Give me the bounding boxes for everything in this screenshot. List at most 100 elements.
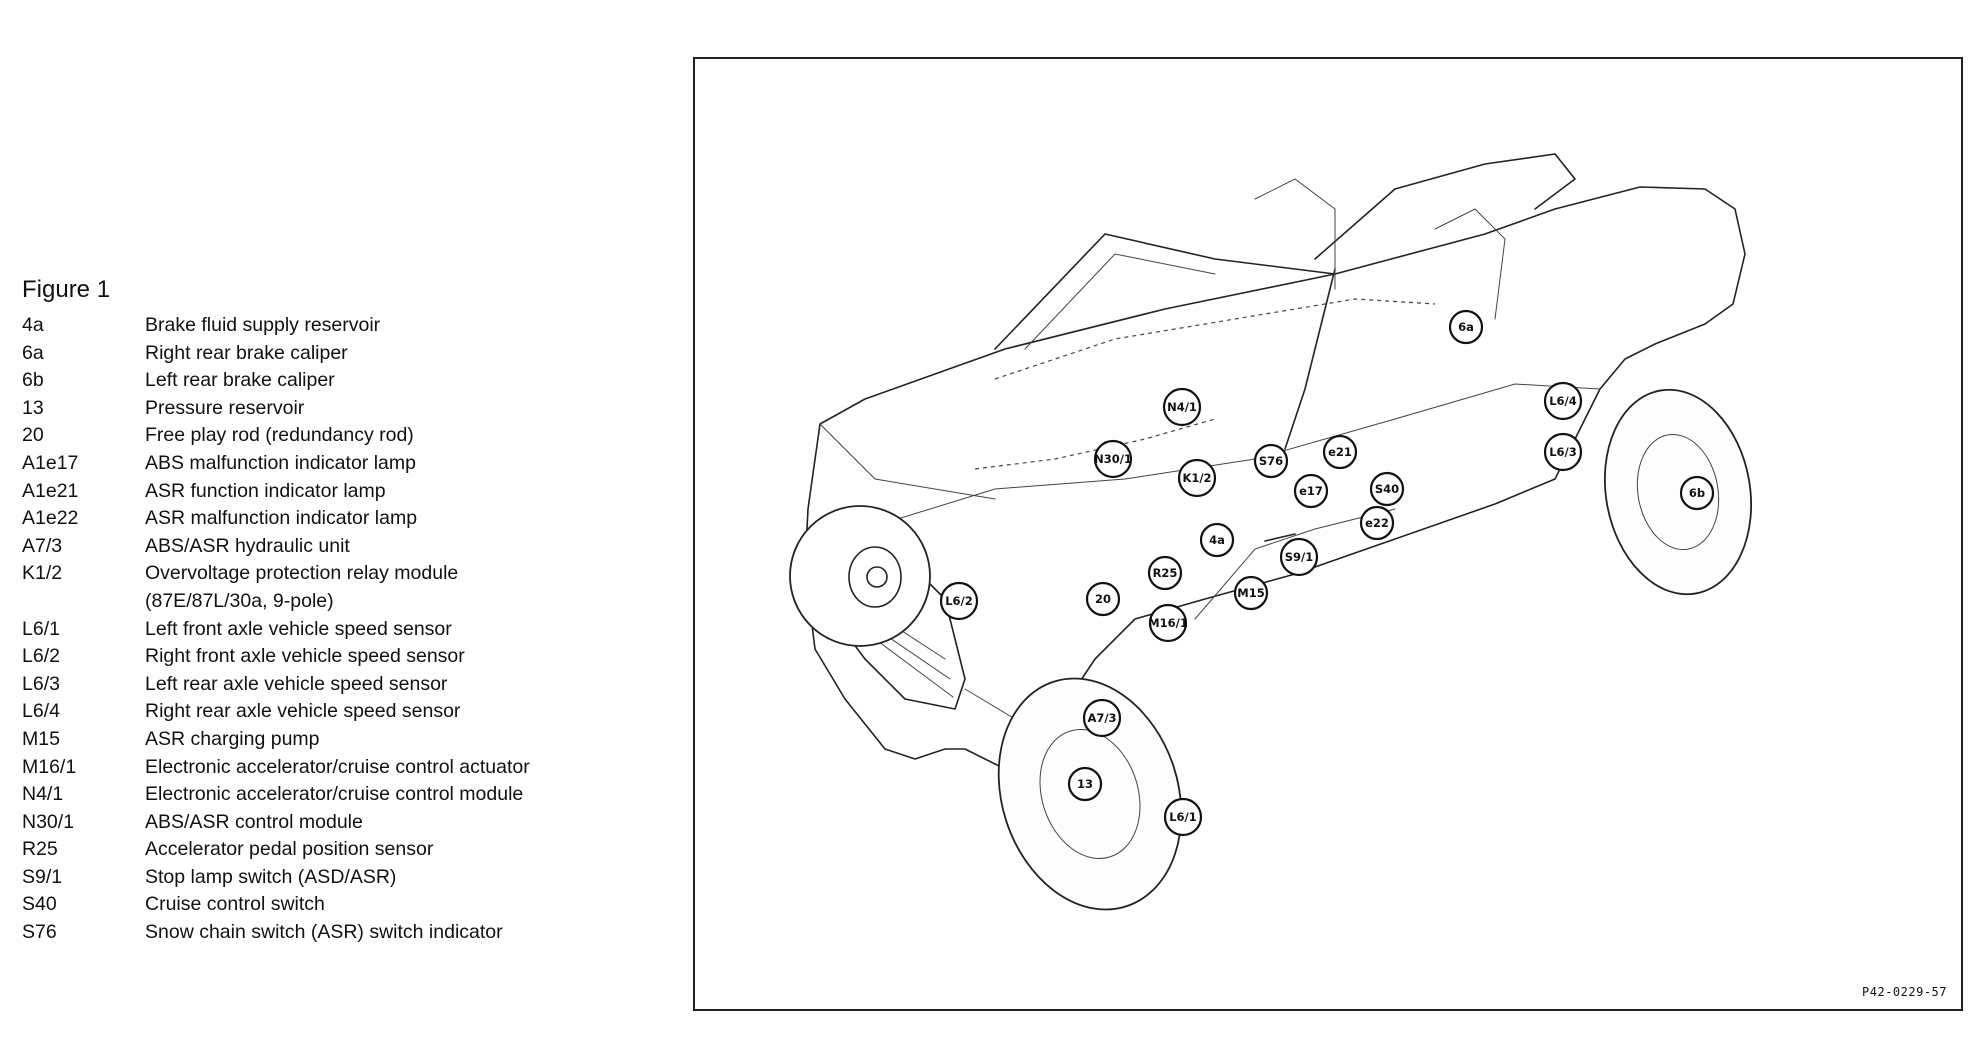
legend-code: N4/1 [22,783,64,806]
legend-desc: Accelerator pedal position sensor [145,838,434,861]
callout-k1-2: K1/2 [1177,458,1217,498]
callout-circle [1322,434,1358,470]
wiring-harness-lower [974,418,1216,470]
legend-code: S76 [22,921,57,944]
legend-code: R25 [22,838,58,861]
callout-l6-4: L6/4 [1543,381,1583,421]
callout-circle [1163,797,1203,837]
legend-code: 6b [22,369,44,392]
hood-edge [819,423,996,500]
legend-desc: ABS/ASR control module [145,810,363,833]
legend-desc: Snow chain switch (ASR) switch indicator [145,921,503,944]
callout-e22: e22 [1359,505,1395,541]
legend-code: A7/3 [22,534,63,557]
callout-circle [1093,439,1133,479]
legend-desc: Right rear axle vehicle speed sensor [145,700,461,723]
callout-circle [1369,471,1405,507]
legend-desc: Free play rod (redundancy rod) [145,424,414,447]
inset-wheel-hub [848,546,902,608]
callout-circle [1448,309,1484,345]
legend-desc: ASR malfunction indicator lamp [145,507,418,530]
callout-label: 20 [1095,592,1111,606]
legend-desc: Electronic accelerator/cruise control mo… [145,783,524,806]
legend-desc: ASR function indicator lamp [145,479,386,502]
legend-desc: ASR charging pump [145,727,320,750]
callout-circle [1177,458,1217,498]
legend-item: S76 Snow chain switch (ASR) switch indica… [22,919,622,947]
legend-code: S40 [22,893,57,916]
legend-code: A1e21 [22,479,79,502]
inset-detail-circle [789,505,931,647]
legend-code: 13 [22,396,44,419]
callout-n30-1: N30/1 [1093,439,1133,479]
callout-m16-1: M16/1 [1148,603,1188,643]
callout-l6-1: L6/1 [1163,797,1203,837]
callout-label: L6/4 [1549,394,1577,408]
legend-title: Figure 1 [22,276,111,303]
car-illustration: 6aN4/1L6/4L6/3N30/1S76e21K1/2e17S406be22… [789,153,1753,911]
a-pillar [1284,268,1336,450]
callout-label: S40 [1375,482,1399,496]
callout-label: M15 [1237,586,1264,600]
legend-desc: Left rear brake caliper [145,369,335,392]
windscreen-inner [1024,253,1216,350]
callout-circle [939,581,979,621]
seat-left [1434,208,1506,320]
callout-label: N30/1 [1094,452,1132,466]
car-body-outline [804,186,1746,780]
figure-reference: P42-0229-57 [1862,985,1947,999]
legend-item: K1/2 Overvoltage protection relay module [22,560,622,588]
callout-label: S9/1 [1285,550,1314,564]
callout-label: L6/2 [945,594,973,608]
seat-right [1254,178,1336,290]
callout-circle [1147,555,1183,591]
legend-desc: Overvoltage protection relay module [145,562,459,585]
callout-circle [1293,473,1329,509]
legend-desc-continuation: (87E/87L/30a, 9-pole) [145,589,334,612]
callout-label: A7/3 [1087,711,1116,725]
legend-desc: Right front axle vehicle speed sensor [145,645,465,668]
callout-circle [1233,575,1269,611]
callout-s40: S40 [1369,471,1405,507]
callout-n4-1: N4/1 [1162,387,1202,427]
door-line [1194,508,1396,620]
front-wheel-hub [1039,729,1141,859]
callout-s76: S76 [1253,443,1289,479]
legend-code: L6/4 [22,700,60,723]
callout-circle [1148,603,1188,643]
legend-code: L6/3 [22,672,60,695]
legend-item: A1e21 ASR function indicator lamp [22,478,622,506]
legend-code: 6a [22,341,44,364]
callout-label: 4a [1209,533,1225,547]
inset-sensor [866,566,888,588]
callout-l6-2: L6/2 [939,581,979,621]
callout-circle [1359,505,1395,541]
callout-circle [1543,432,1583,472]
callout-circle [1543,381,1583,421]
legend-code: A1e17 [22,451,79,474]
callout-circle [1085,581,1121,617]
callout-circle [1279,537,1319,577]
callout-s9-1: S9/1 [1279,537,1319,577]
legend-item: R25 Accelerator pedal position sensor [22,836,622,864]
callout-label: S76 [1259,454,1283,468]
rear-wheel-hub [1636,433,1720,551]
legend-desc: Brake fluid supply reservoir [145,314,381,336]
callout-13: 13 [1067,766,1103,802]
callout-l6-3: L6/3 [1543,432,1583,472]
callout-label: L6/1 [1169,810,1197,824]
windscreen-frame [994,233,1336,350]
legend-code: K1/2 [22,562,63,585]
callout-label: 6a [1458,320,1474,334]
callout-label: e22 [1365,516,1389,530]
